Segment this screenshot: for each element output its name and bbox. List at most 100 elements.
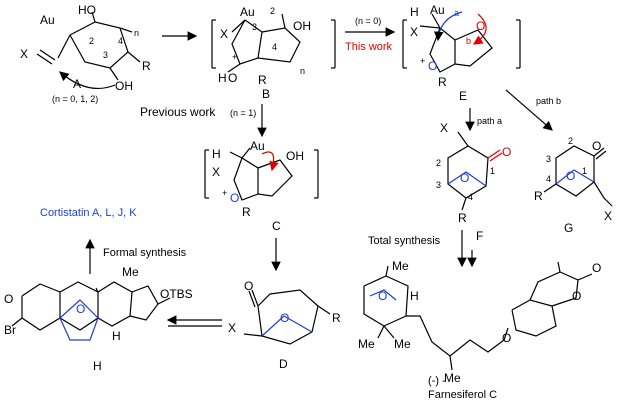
atom-au: Au xyxy=(240,5,255,19)
atom-o-ether: O xyxy=(502,331,511,345)
locant-2: 2 xyxy=(89,36,94,46)
atom-ho: HO xyxy=(78,3,96,17)
compound-d: O X O R D xyxy=(228,279,341,371)
locant-1: 1 xyxy=(582,166,587,176)
locant-2: 2 xyxy=(568,136,573,146)
label-a-note: (n = 0, 1, 2) xyxy=(52,94,98,104)
atom-me: Me xyxy=(122,265,139,279)
label-total-synthesis: Total synthesis xyxy=(368,235,441,247)
label-h: H xyxy=(93,359,102,373)
atom-r: R xyxy=(332,311,341,325)
label-a: A xyxy=(73,77,81,91)
atom-r: R xyxy=(142,59,151,73)
label-b: B xyxy=(262,87,270,101)
plus-charge: + xyxy=(222,188,227,198)
atom-x: X xyxy=(604,209,612,223)
atom-r: R xyxy=(458,211,467,225)
atom-me-gem1: Me xyxy=(358,337,375,351)
locant-4: 4 xyxy=(272,42,277,52)
atom-o-carbonyl: O xyxy=(476,19,485,33)
compound-b: Au X OH H O + R n 2 3 4 B xyxy=(211,5,336,101)
label-g: G xyxy=(564,221,573,235)
atom-au: Au xyxy=(430,3,445,17)
label-path-b: path b xyxy=(536,96,561,106)
atom-x: X xyxy=(20,47,28,61)
arrow-path-b xyxy=(505,89,553,131)
compound-h: O Br O Me OTBS H H xyxy=(4,265,193,373)
atom-o-carbonyl: O xyxy=(4,292,13,306)
locant-4: 4 xyxy=(468,192,473,202)
atom-r: R xyxy=(534,189,543,203)
atom-o-bridge: O xyxy=(460,171,469,185)
atom-o-carbonyl: O xyxy=(244,279,253,293)
compound-farnesiferol-c: Me O H Me Me Me O O O (-) - Farnesiferol… xyxy=(358,259,601,401)
locant-3: 3 xyxy=(436,180,441,190)
compound-c: H X Au OH + O R C xyxy=(204,139,319,233)
atom-x: X xyxy=(440,121,448,135)
atom-o-carbonyl: O xyxy=(592,261,601,275)
plus-charge: + xyxy=(232,52,237,62)
compound-a: Au HO X R OH n 2 3 4 A (n = 0, 1, 2) xyxy=(20,3,151,104)
atom-r: R xyxy=(258,73,267,87)
label-c: C xyxy=(272,219,281,233)
name-farnesiferol-c: Farnesiferol C xyxy=(428,389,497,401)
atom-o-bridge: O xyxy=(76,302,85,316)
path-label-b: b xyxy=(466,36,471,46)
atom-x: X xyxy=(228,321,236,335)
compound-e: H X Au O + O R a b E xyxy=(402,3,521,103)
atom-o-bridge: O xyxy=(566,169,575,183)
ring-n: n xyxy=(300,66,305,76)
locant-2: 2 xyxy=(270,6,275,16)
atom-me-top: Me xyxy=(392,259,409,273)
atom-o-ring: O xyxy=(428,59,437,73)
atom-h: H xyxy=(212,147,221,161)
atom-otbs: OTBS xyxy=(160,287,193,301)
label-d: D xyxy=(279,357,288,371)
label-path-a: path a xyxy=(477,116,502,126)
atom-x: X xyxy=(212,165,220,179)
atom-x: X xyxy=(220,27,228,41)
locant-4: 4 xyxy=(546,174,551,184)
locant-1: 1 xyxy=(490,166,495,176)
locant-3: 3 xyxy=(103,50,108,60)
compound-f: X O O R 1 2 3 4 F xyxy=(436,121,511,243)
condition-n0: (n = 0) xyxy=(355,16,381,26)
label-previous-work: Previous work xyxy=(140,105,216,119)
name-prefix: (-) - xyxy=(428,375,446,387)
ring-n: n xyxy=(134,28,139,38)
atom-oh: OH xyxy=(115,79,133,93)
condition-n1: (n = 1) xyxy=(230,108,256,118)
atom-o-carbonyl: O xyxy=(592,139,601,153)
atom-r: R xyxy=(438,75,447,89)
compound-g: O O R X 1 2 3 4 G xyxy=(534,136,613,235)
locant-2: 2 xyxy=(436,158,441,168)
atom-o-carbonyl: O xyxy=(502,145,511,159)
locant-3: 3 xyxy=(546,154,551,164)
atom-oh: OH xyxy=(286,149,304,163)
locant-3: 3 xyxy=(252,22,257,32)
atom-r: R xyxy=(242,205,251,219)
atom-o: O xyxy=(230,191,239,205)
atom-me-gem2: Me xyxy=(394,337,411,351)
atom-o-bridge: O xyxy=(280,311,289,325)
atom-o: O xyxy=(228,71,237,85)
label-f: F xyxy=(476,229,483,243)
atom-h: H xyxy=(112,329,121,343)
label-formal-synthesis: Formal synthesis xyxy=(103,247,187,259)
locant-4: 4 xyxy=(118,36,123,46)
atom-au: Au xyxy=(250,139,265,153)
atom-h: H xyxy=(218,71,227,85)
atom-au: Au xyxy=(40,13,55,27)
atom-br: Br xyxy=(4,323,16,337)
atom-h: H xyxy=(410,289,419,303)
label-this-work: This work xyxy=(345,41,393,53)
plus-charge: + xyxy=(420,56,425,66)
atom-x: X xyxy=(410,25,418,39)
atom-h: H xyxy=(410,5,419,19)
path-label-a: a xyxy=(454,8,459,18)
label-e: E xyxy=(459,89,467,103)
atom-o-lactone: O xyxy=(572,289,581,303)
atom-oh: OH xyxy=(293,19,311,33)
target-cortistatin: Cortistatin A, L, J, K xyxy=(40,207,137,219)
